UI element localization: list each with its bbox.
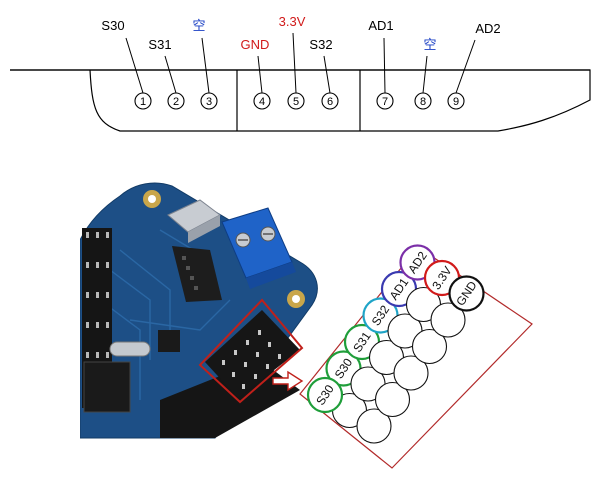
header-pin [374,381,411,418]
pin-circle [167,92,185,110]
pin-circle [253,92,271,110]
connector-pin: 7 AD1 [368,18,394,110]
pin-number: 9 [453,96,459,108]
header-highlight-box [198,298,304,404]
connector-pin: 4 GND [241,37,271,110]
pin-leader-line [201,37,210,94]
pin-label: AD2 [475,21,500,36]
pin-map-frame [299,246,533,469]
mount-hole [143,190,161,208]
highlighted-header-pins [205,310,300,398]
pin-number: 8 [420,96,426,108]
female-header [172,246,222,302]
crystal-oscillator [109,341,151,357]
pin-leader-line [292,32,297,94]
header-pin: GND [448,275,485,312]
header-pin-circle [393,355,429,391]
pin-number: 4 [259,96,265,108]
pin-circle [134,92,152,110]
regulator-chip [158,330,180,352]
pin-number: 5 [293,96,299,108]
connector-pin: 6 S32 [309,37,339,110]
header-pin-circle [356,408,392,444]
pin-number: 6 [327,96,333,108]
pin-label: S31 [148,37,171,52]
mount-hole [287,290,305,308]
header-pin-circle [411,328,448,365]
header-pin-circle [430,302,466,338]
mcu-chip [83,361,131,413]
connector-pin: 9 AD2 [447,21,501,110]
connector-pin: 5 3.3V [279,14,306,110]
pin-label: S30 [101,18,124,33]
connector-pin: 2 S31 [148,37,185,110]
pin-label: 空 [192,18,205,33]
pin-number: 3 [206,96,212,108]
header-pin-circle [306,376,344,414]
pin-number: 7 [382,96,388,108]
pin-circle [200,92,218,110]
header-pin-circle [374,381,411,418]
pin-leader-line [257,55,263,94]
pin-leader-line [383,37,386,94]
pin-circle [414,92,432,110]
pin-number: 1 [140,96,146,108]
pin-label: GND [241,37,270,52]
pin-leader-line [164,55,177,94]
header-pin [411,328,448,365]
board-illustration [80,182,318,439]
header-pin [430,302,466,338]
header-pin: S30 [306,376,344,414]
pin-circle [447,92,465,110]
pcb-traces [99,229,231,400]
connector-pin: 1 S30 [101,18,152,110]
header-pin [356,408,392,444]
pin-leader-line [422,55,428,94]
connector-pin: 8空 [414,37,437,110]
arrow-icon [272,370,304,392]
pin-leader-line [125,37,144,94]
power-terminal-block [221,207,296,289]
header-pin-circle [448,275,485,312]
pin-leader-line [455,39,476,94]
pin-label: AD1 [368,18,393,33]
connector-pin: 3空 [192,18,218,110]
pin-number: 2 [173,96,179,108]
usb-connector [167,199,221,243]
pin-circle [376,92,394,110]
pin-label: S32 [309,37,332,52]
pin-circle [287,92,305,110]
pin-label: 空 [423,37,436,52]
connector-outline [10,69,591,132]
pin-leader-line [323,55,331,94]
pin-circle [321,92,339,110]
header-pin [393,355,429,391]
pin-label: 3.3V [279,14,306,29]
